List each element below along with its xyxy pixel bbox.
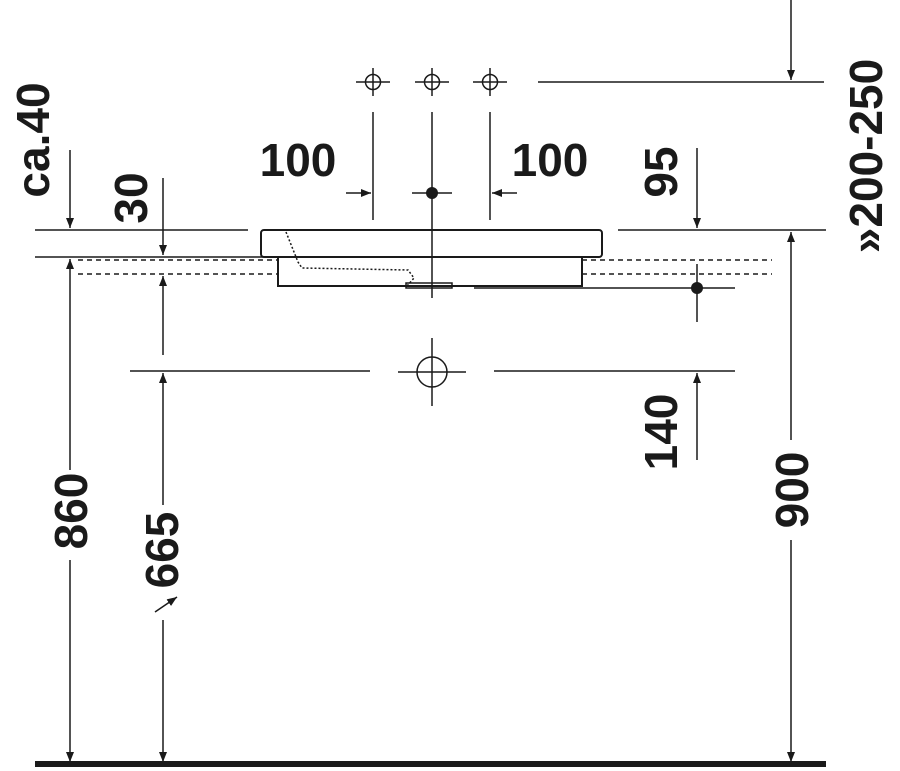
tap-hole-symbols [356, 68, 507, 298]
reference-lines [35, 81, 826, 372]
dim-label-140: 140 [635, 394, 687, 471]
waste-outlet-symbol [398, 338, 466, 406]
dim-label-100-left: 100 [260, 134, 337, 186]
dimension-lines [66, 0, 795, 762]
dim-label-900: 900 [766, 452, 818, 529]
dim-label-30: 30 [105, 172, 157, 223]
connection-point [691, 264, 703, 322]
dim-label-860: 860 [45, 473, 97, 550]
dim-label-200-250: »200-250 [840, 59, 892, 253]
dim-label-95: 95 [635, 146, 687, 197]
dim-label-100-right: 100 [512, 134, 589, 186]
dim-label-665: 665 [136, 512, 188, 589]
dim-label-ca40: ca.40 [7, 82, 59, 197]
